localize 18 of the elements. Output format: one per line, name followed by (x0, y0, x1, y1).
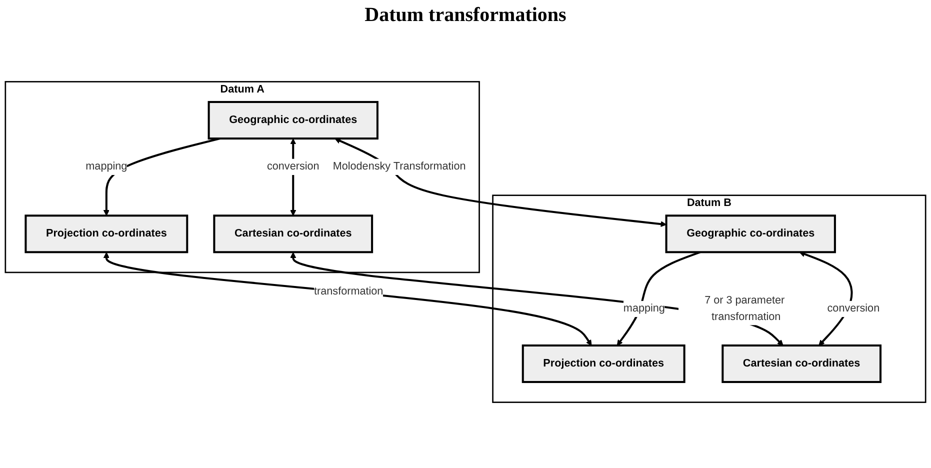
arrow (616, 251, 701, 346)
node-box: Geographic co-ordinates (665, 214, 836, 254)
diagram-title: Datum transformations (364, 4, 568, 27)
edge-label: Molodensky Transformation (332, 160, 466, 172)
edge-label: conversion (827, 302, 880, 314)
edge-label: transformation (314, 286, 384, 298)
node-box: Geographic co-ordinates (208, 100, 378, 140)
edge-label: 7 or 3 parameter transformation (704, 294, 785, 322)
arrow (334, 138, 667, 227)
arrow (290, 252, 784, 346)
arrow (103, 252, 592, 346)
edge-label: mapping (623, 302, 665, 314)
node-box: Cartesian co-ordinates (213, 214, 374, 254)
node-box: Cartesian co-ordinates (722, 344, 882, 384)
edge-label: mapping (86, 160, 128, 172)
node-box: Projection co-ordinates (522, 344, 686, 384)
edge-label: conversion (266, 160, 320, 172)
node-box: Projection co-ordinates (24, 214, 188, 254)
